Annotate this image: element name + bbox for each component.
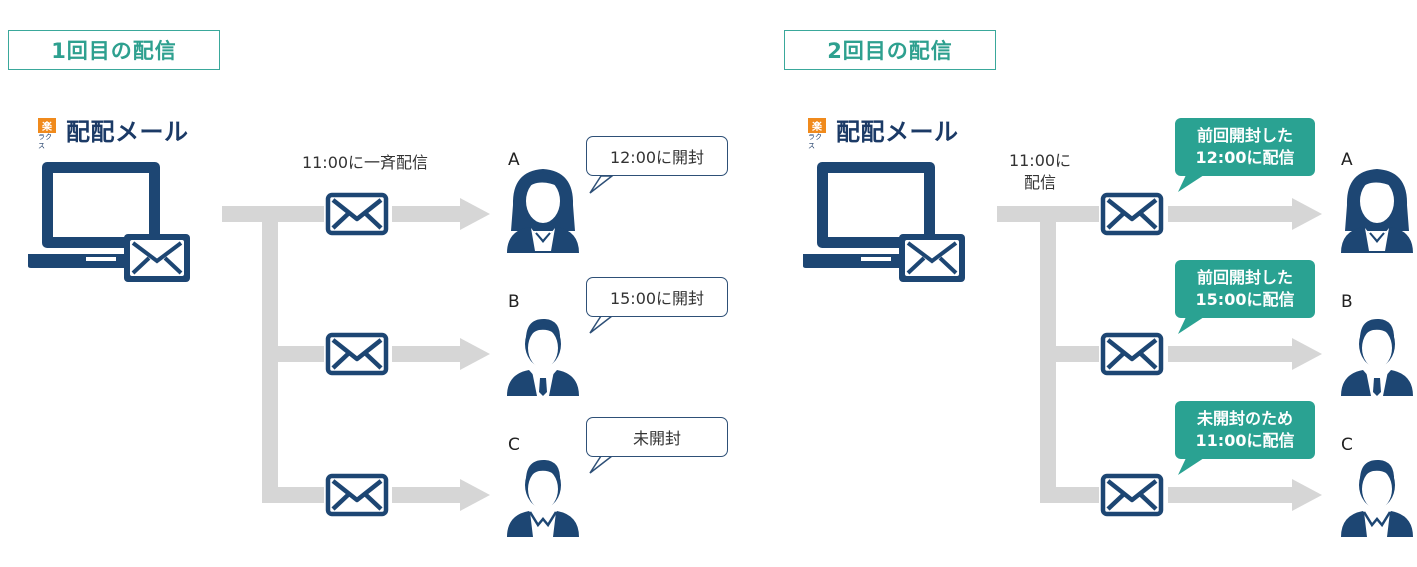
- logo-text: 配配メール: [836, 118, 959, 146]
- right-bubble-tails: [1178, 175, 1204, 475]
- right-send-label: 11:00に 配信: [1008, 151, 1072, 192]
- right-laptop-icon: [801, 160, 967, 284]
- status-bubble-c: 未開封: [586, 417, 728, 457]
- logo-text: 配配メール: [66, 118, 189, 146]
- right-connector-lines: [997, 206, 1099, 503]
- right-title: 2回目の配信: [784, 30, 996, 70]
- logo-mark-icon: 楽 ラクス: [38, 117, 58, 150]
- left-envelope-icons: [328, 195, 386, 514]
- recipient-letter-a: A: [1341, 150, 1353, 170]
- left-send-label: 11:00に一斉配信: [301, 153, 429, 172]
- recipient-letter-a: A: [508, 150, 520, 170]
- left-logo: 楽 ラクス 配配メール: [38, 112, 189, 150]
- right-logo: 楽 ラクス 配配メール: [808, 112, 959, 150]
- recipient-letter-c: C: [508, 435, 520, 455]
- left-laptop-icon: [26, 160, 192, 284]
- recipient-letter-b: B: [508, 292, 520, 312]
- recipient-letter-c: C: [1341, 435, 1353, 455]
- left-arrows: [392, 198, 490, 511]
- left-person-icons: [505, 168, 581, 539]
- left-title: 1回目の配信: [8, 30, 220, 70]
- status-bubble-b: 15:00に開封: [586, 277, 728, 317]
- right-arrows: [1168, 198, 1322, 511]
- right-envelope-icons: [1103, 195, 1161, 514]
- right-person-icons: [1339, 168, 1415, 539]
- recipient-letter-b: B: [1341, 292, 1353, 312]
- status-bubble-a: 12:00に開封: [586, 136, 728, 176]
- logo-mark-icon: 楽 ラクス: [808, 117, 828, 150]
- left-connector-lines: [222, 206, 324, 503]
